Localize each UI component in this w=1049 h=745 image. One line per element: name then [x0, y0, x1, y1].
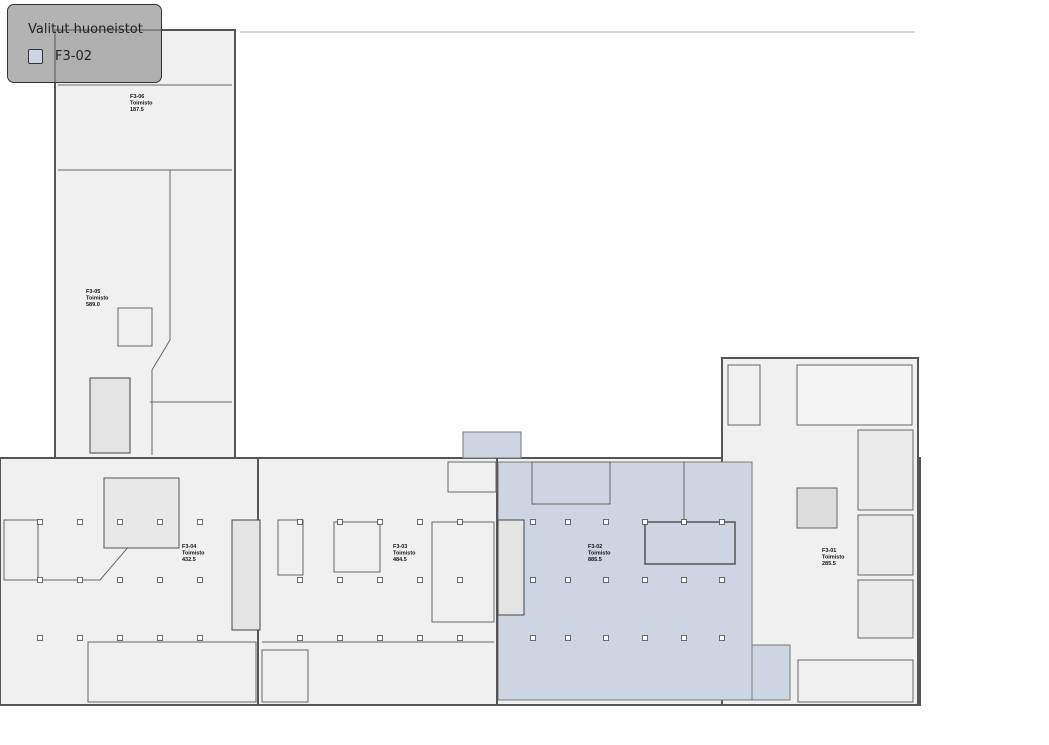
column-marker: [197, 519, 203, 525]
column-marker: [377, 519, 383, 525]
column-marker: [37, 635, 43, 641]
column-marker: [337, 635, 343, 641]
column-marker: [719, 635, 725, 641]
legend-panel: Valitut huoneistot F3-02: [7, 4, 162, 83]
column-marker: [681, 577, 687, 583]
column-marker: [157, 635, 163, 641]
column-marker: [417, 577, 423, 583]
column-marker: [337, 519, 343, 525]
column-marker: [603, 577, 609, 583]
column-marker: [457, 635, 463, 641]
column-marker: [457, 577, 463, 583]
column-marker: [719, 519, 725, 525]
column-marker: [565, 519, 571, 525]
column-marker: [157, 577, 163, 583]
column-marker: [565, 635, 571, 641]
column-marker: [642, 635, 648, 641]
column-marker: [157, 519, 163, 525]
column-marker: [642, 519, 648, 525]
column-marker: [337, 577, 343, 583]
column-marker: [603, 519, 609, 525]
column-marker: [77, 519, 83, 525]
column-marker: [197, 577, 203, 583]
column-marker: [117, 635, 123, 641]
column-marker: [457, 519, 463, 525]
column-marker: [417, 635, 423, 641]
column-marker: [117, 519, 123, 525]
column-marker: [37, 519, 43, 525]
column-marker: [417, 519, 423, 525]
column-marker: [117, 577, 123, 583]
column-marker: [681, 519, 687, 525]
north-wing: [54, 29, 236, 459]
column-marker: [377, 635, 383, 641]
column-marker: [377, 577, 383, 583]
unit-F3-02[interactable]: [462, 431, 791, 701]
legend-item-label: F3-02: [55, 49, 92, 64]
column-marker: [297, 577, 303, 583]
column-marker: [530, 577, 536, 583]
column-marker: [603, 635, 609, 641]
legend-item-F3-02[interactable]: F3-02: [28, 49, 92, 64]
legend-checkbox[interactable]: [28, 49, 43, 64]
column-marker: [642, 577, 648, 583]
column-marker: [297, 519, 303, 525]
column-marker: [681, 635, 687, 641]
legend-title: Valitut huoneistot: [28, 22, 143, 37]
column-marker: [530, 519, 536, 525]
column-marker: [77, 577, 83, 583]
column-marker: [297, 635, 303, 641]
column-marker: [565, 577, 571, 583]
column-marker: [197, 635, 203, 641]
column-marker: [77, 635, 83, 641]
column-marker: [530, 635, 536, 641]
column-marker: [719, 577, 725, 583]
column-marker: [37, 577, 43, 583]
